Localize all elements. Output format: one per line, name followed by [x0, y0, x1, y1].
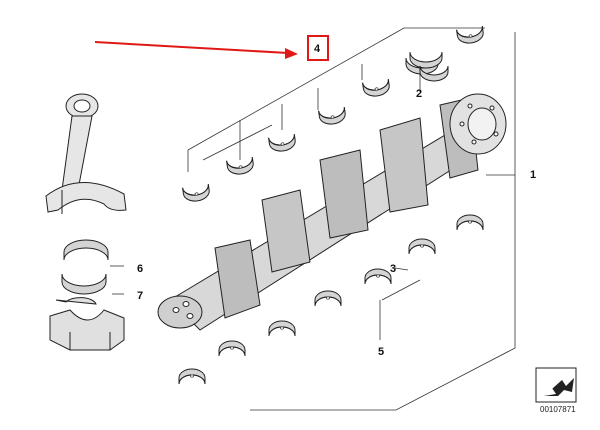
- callout-2: 2: [416, 88, 422, 100]
- highlight-box: [307, 35, 329, 61]
- callout-3: 3: [390, 263, 396, 275]
- callout-1: 1: [530, 169, 536, 181]
- leader-lines: [110, 27, 516, 411]
- thrust-bearing: [405, 51, 449, 82]
- reference-code: 00107871: [540, 405, 576, 414]
- corner-arrow-icon[interactable]: [535, 367, 577, 403]
- red-pointer-arrow: [94, 41, 298, 59]
- rod-bearing-shells: [61, 239, 109, 295]
- callout-4: 4: [314, 43, 321, 55]
- crankshaft: [157, 93, 507, 331]
- callout-6: 6: [137, 263, 143, 275]
- callout-7: 7: [137, 290, 143, 302]
- callouts: 1 2 3 4 5 6 7: [137, 43, 536, 358]
- callout-5: 5: [378, 346, 384, 358]
- rod-cap: [49, 297, 125, 351]
- connecting-rod: [45, 93, 127, 214]
